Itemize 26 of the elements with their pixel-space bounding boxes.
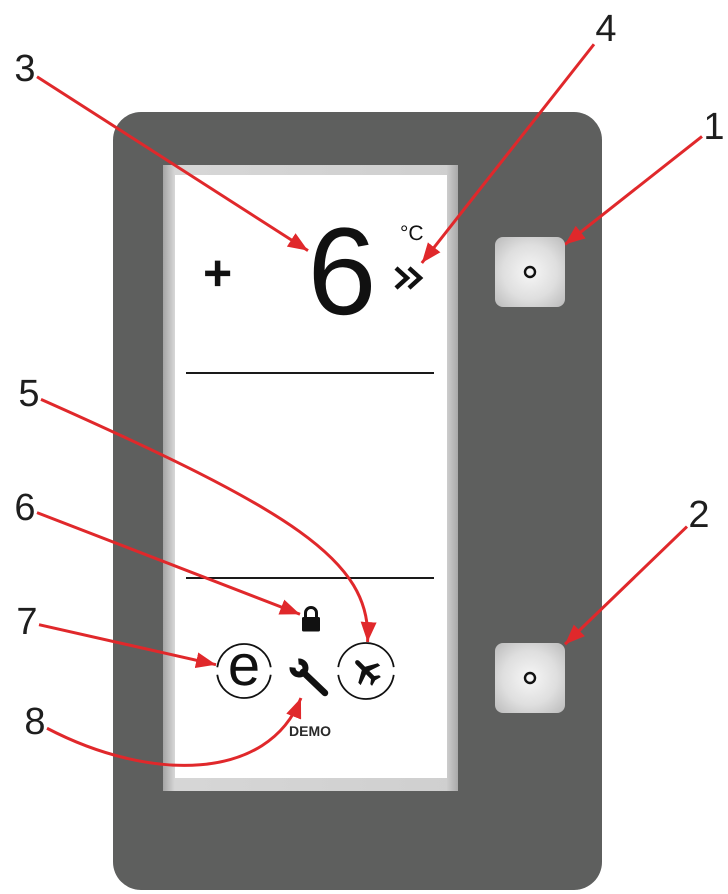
circled-letter: e bbox=[216, 643, 272, 699]
leader-arrow bbox=[38, 623, 216, 668]
callout-number: 2 bbox=[687, 496, 711, 534]
callout-number: 1 bbox=[702, 108, 726, 146]
callout-number: 3 bbox=[13, 50, 37, 88]
leader-arrow bbox=[40, 398, 375, 642]
callout-number: 7 bbox=[15, 603, 39, 641]
temperature-digit: 6 bbox=[308, 223, 376, 322]
leader-arrow bbox=[36, 511, 301, 616]
callout-number: 6 bbox=[13, 489, 37, 527]
leader-arrow bbox=[36, 75, 309, 252]
callout-number: 4 bbox=[594, 10, 618, 48]
padlock-icon bbox=[300, 605, 322, 632]
device-button bbox=[495, 643, 565, 713]
leader-arrow bbox=[564, 135, 703, 246]
leader-arrow bbox=[46, 697, 302, 767]
unit-label: °C bbox=[400, 223, 424, 244]
callout-number: 8 bbox=[23, 703, 47, 741]
device-button bbox=[495, 237, 565, 307]
wrench-icon bbox=[288, 657, 330, 698]
callout-number: 5 bbox=[17, 375, 41, 413]
plus-sign: + bbox=[203, 248, 232, 298]
leader-arrow bbox=[564, 526, 688, 646]
leader-arrow bbox=[420, 43, 596, 264]
airplane-icon bbox=[337, 642, 395, 700]
icon-caption: DEMO bbox=[289, 724, 331, 738]
